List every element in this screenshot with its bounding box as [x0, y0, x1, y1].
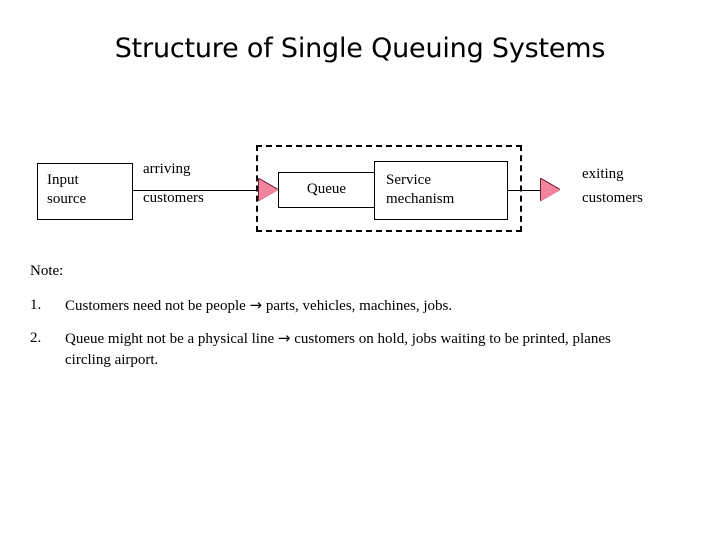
note-text-after: parts, vehicles, machines, jobs.: [262, 298, 453, 314]
queue-box[interactable]: Queue: [278, 172, 375, 208]
arriving-label-line1: arriving: [143, 161, 191, 177]
arriving-label-line2: customers: [143, 190, 204, 206]
arriving-connector-line: [133, 190, 258, 191]
note-number: 2.: [30, 330, 42, 346]
arrow-right-icon-outbound: [541, 179, 560, 201]
note-body: Customers need not be people → parts, ve…: [65, 295, 625, 317]
exiting-label-line2: customers: [582, 190, 643, 206]
input-source-box[interactable]: Input source: [37, 163, 133, 220]
input-source-line2: source: [47, 191, 87, 208]
exiting-label-line1: exiting: [582, 166, 624, 182]
note-text-before: Customers need not be people: [65, 298, 250, 314]
note-number: 1.: [30, 297, 42, 313]
note-body: Queue might not be a physical line → cus…: [65, 328, 625, 372]
service-mechanism-line2: mechanism: [386, 191, 455, 208]
arrow-right-icon-inbound: [259, 179, 278, 201]
note-list-item: 2. Queue might not be a physical line → c…: [30, 328, 630, 372]
service-mechanism-line1: Service: [386, 172, 431, 188]
notes-heading: Note:: [30, 263, 64, 279]
note-text-before: Queue might not be a physical line: [65, 331, 278, 347]
queue-label: Queue: [306, 181, 347, 197]
queuing-system-boundary: [256, 145, 522, 232]
input-source-line1: Input: [47, 172, 79, 188]
note-list-item: 1. Customers need not be people → parts, …: [30, 295, 670, 317]
page-title: Structure of Single Queuing Systems: [114, 33, 606, 64]
arrow-right-icon: →: [249, 296, 263, 314]
exiting-connector-line: [508, 190, 544, 191]
note-text-after: customers on hold, jobs waiting to be pr…: [65, 331, 611, 369]
service-mechanism-box[interactable]: Service mechanism: [374, 161, 508, 220]
queuing-system-diagram: Input source arriving customers Queue Se…: [0, 0, 720, 260]
arrow-right-icon: →: [277, 329, 291, 347]
